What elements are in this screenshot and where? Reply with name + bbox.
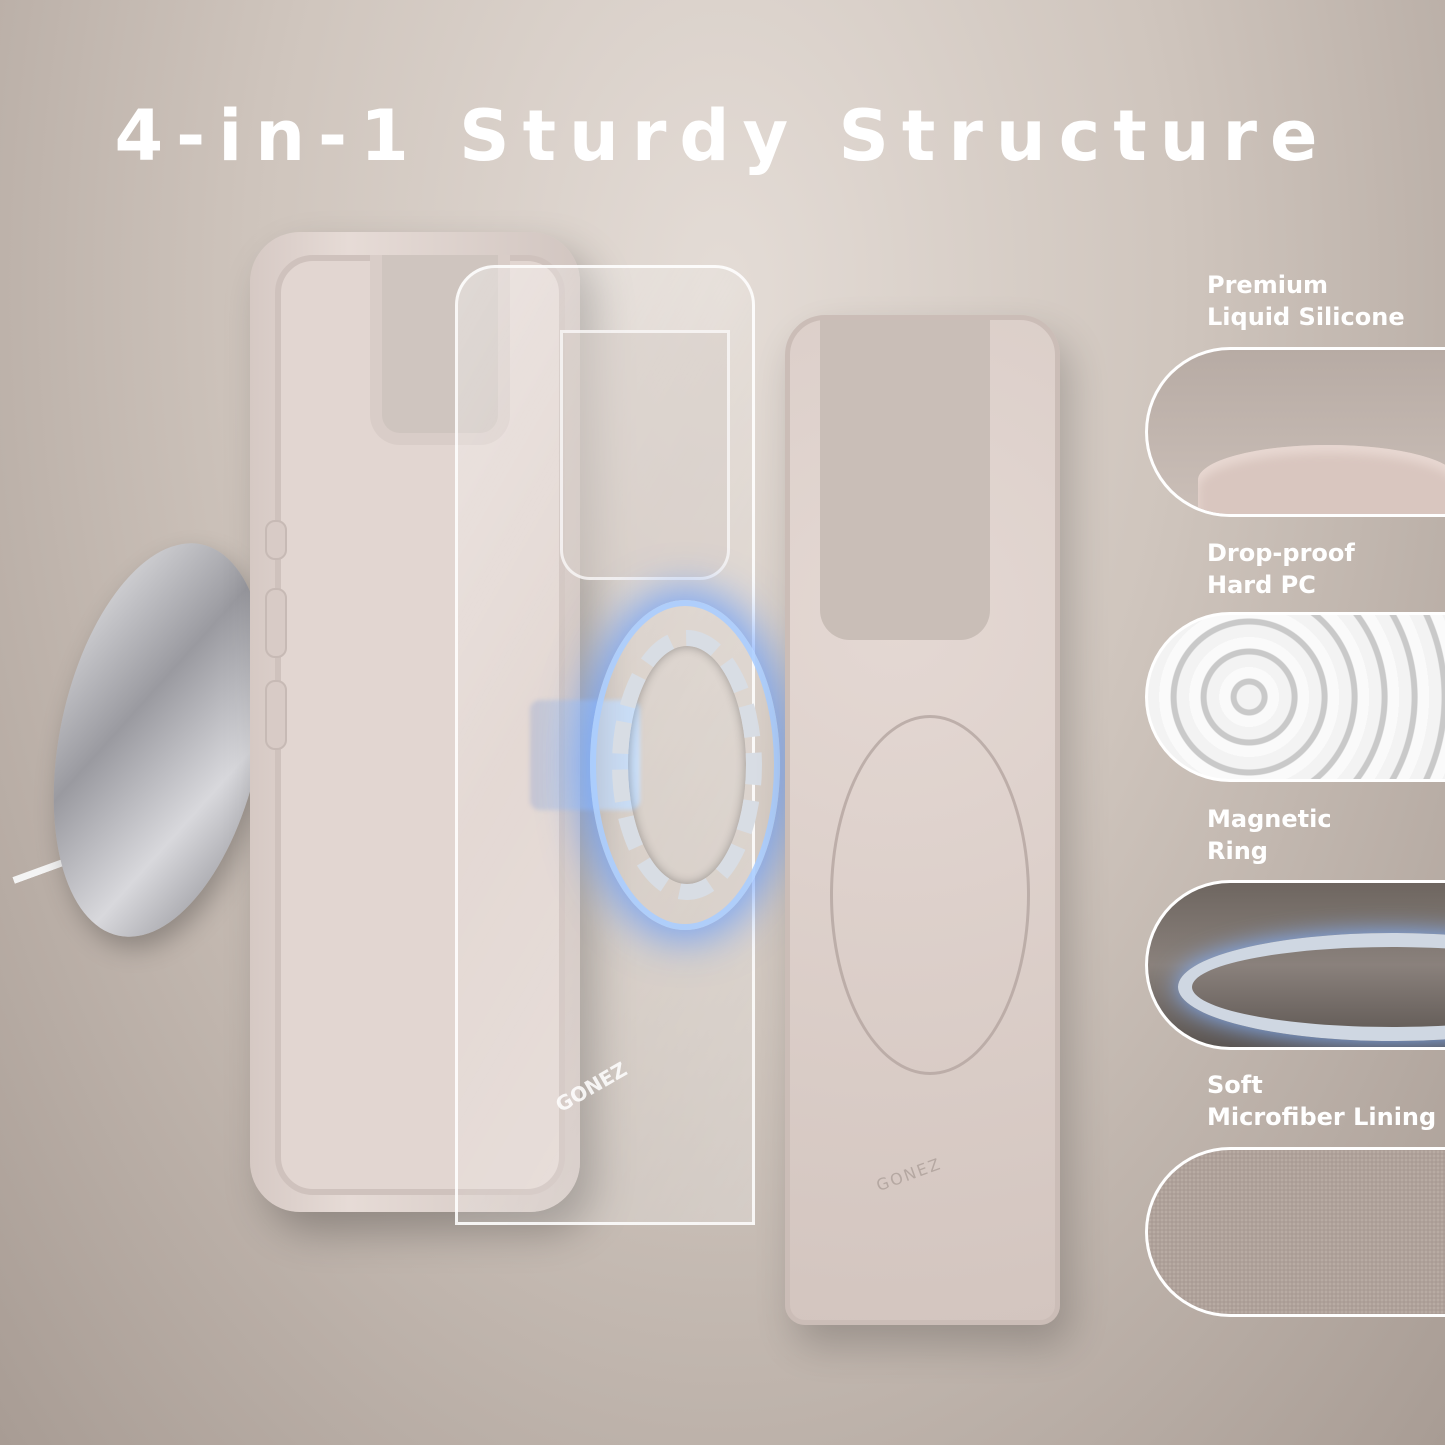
feature-label-silicone: Premium Liquid Silicone — [1207, 271, 1405, 331]
magnetic-ring-glow — [590, 600, 780, 930]
volume-up-button — [265, 588, 287, 658]
headline: 4-in-1 Sturdy Structure — [114, 95, 1331, 177]
feature-image-magnetic-ring — [1145, 880, 1445, 1050]
pc-camera-cutout — [560, 330, 730, 580]
camera-cutout — [370, 255, 510, 445]
feature-image-hard-pc — [1145, 612, 1445, 782]
feature-label-hard-pc: Drop-proof Hard PC — [1207, 539, 1355, 599]
volume-down-button — [265, 680, 287, 750]
lining-camera-cutout — [820, 320, 990, 640]
lining-magnet-outline — [830, 715, 1030, 1075]
feature-image-silicone — [1145, 347, 1445, 517]
magnetic-ring-layer — [612, 630, 762, 900]
feature-label-magnetic-ring: Magnetic Ring — [1207, 805, 1332, 865]
side-button — [265, 520, 287, 560]
feature-image-microfiber — [1145, 1147, 1445, 1317]
feature-label-microfiber: Soft Microfiber Lining — [1207, 1071, 1437, 1131]
